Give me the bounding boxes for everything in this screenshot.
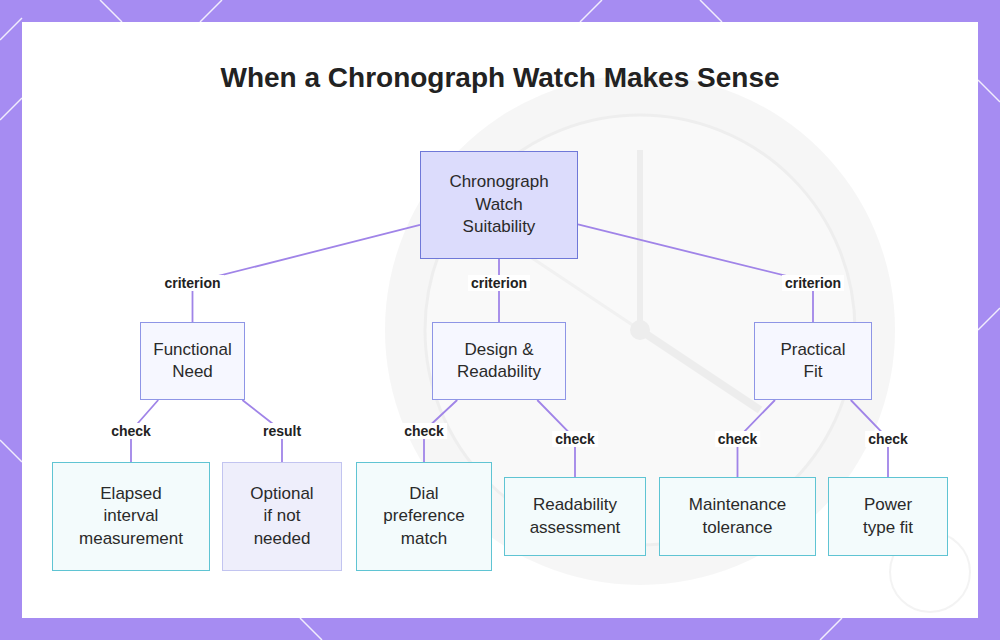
- node-label: Maintenance tolerance: [678, 494, 798, 539]
- result-box: Optional if not needed: [222, 462, 342, 571]
- connector-line: [578, 224, 813, 322]
- root-box: Chronograph Watch Suitability: [420, 151, 578, 259]
- connector-line: [498, 259, 500, 322]
- card: [22, 22, 978, 618]
- node-label: Practical Fit: [773, 339, 853, 384]
- connector-line: [193, 225, 421, 322]
- edge-label: criterion: [468, 275, 530, 291]
- edge-label: criterion: [782, 275, 844, 291]
- criterion-box: Functional Need: [140, 322, 245, 400]
- criterion-box: Design & Readability: [432, 322, 566, 400]
- edge-label: check: [108, 423, 154, 439]
- edge-label: criterion: [161, 275, 223, 291]
- check-box: Dial preference match: [356, 462, 492, 571]
- edge-label: check: [865, 431, 911, 447]
- node-label: Design & Readability: [449, 339, 549, 384]
- edge-label: result: [260, 423, 304, 439]
- node-label: Dial preference match: [377, 483, 472, 550]
- criterion-box: Practical Fit: [754, 322, 872, 400]
- edge-label: check: [715, 431, 761, 447]
- edge-label: check: [401, 423, 447, 439]
- check-box: Elapsed interval measurement: [52, 462, 210, 571]
- check-box: Power type fit: [828, 477, 948, 556]
- node-label: Functional Need: [148, 339, 238, 384]
- node-label: Chronograph Watch Suitability: [443, 171, 555, 238]
- node-label: Readability assessment: [520, 494, 630, 539]
- diagram-title: When a Chronograph Watch Makes Sense: [0, 62, 1000, 94]
- node-label: Power type fit: [851, 494, 926, 539]
- check-box: Maintenance tolerance: [659, 477, 816, 556]
- edge-label: check: [552, 431, 598, 447]
- node-label: Elapsed interval measurement: [79, 483, 184, 550]
- node-label: Optional if not needed: [246, 483, 318, 550]
- check-box: Readability assessment: [504, 477, 646, 556]
